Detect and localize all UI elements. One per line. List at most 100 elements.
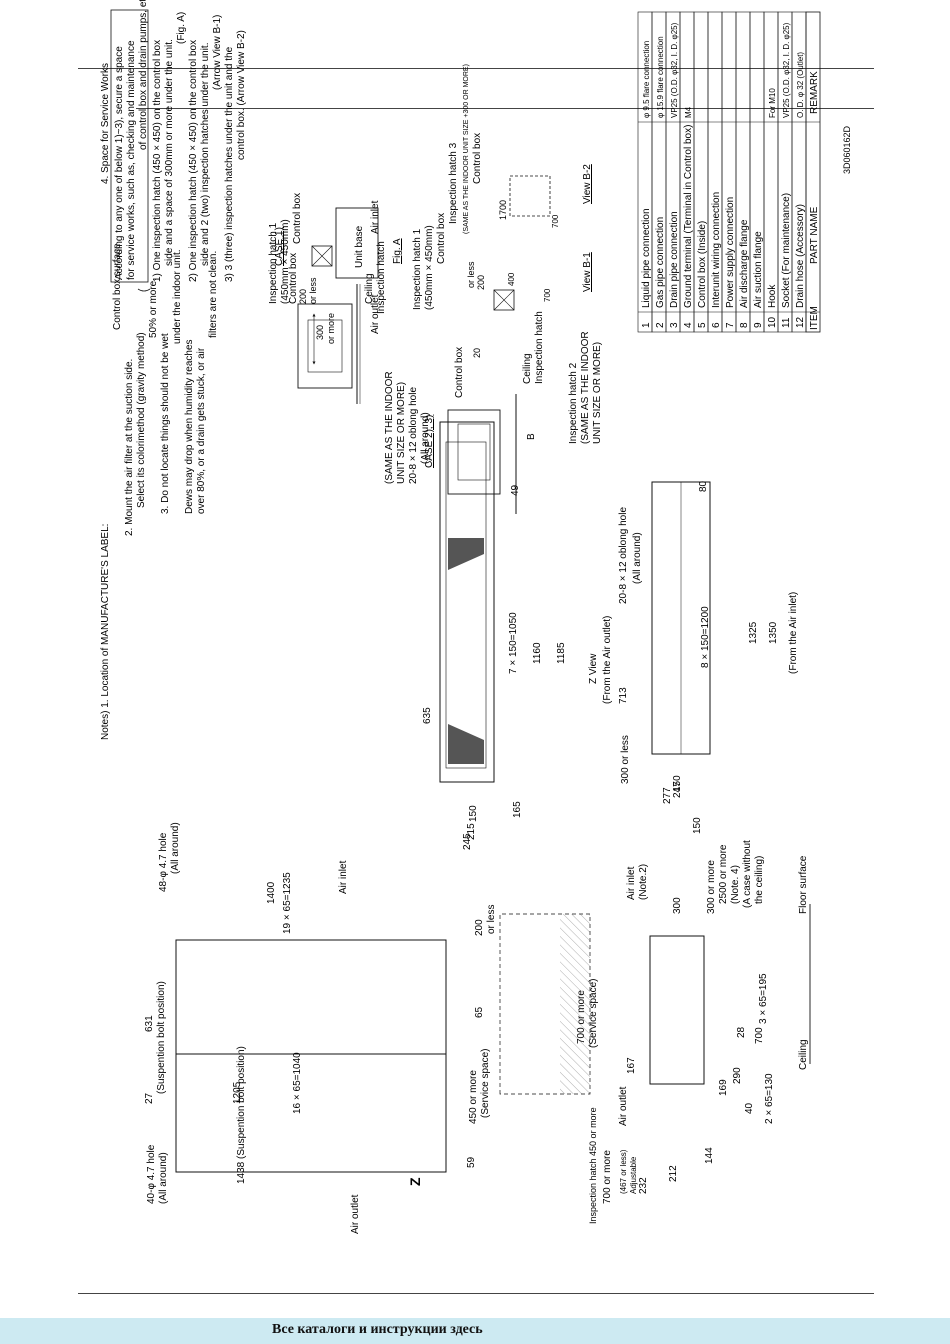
service-line: (Arrow View B-1): [212, 15, 223, 90]
hatch3-note: (SAME AS THE INDOOR UNIT SIZE +300 OR MO…: [463, 64, 470, 234]
case23-inspection-hatch: Inspection hatch: [534, 311, 545, 384]
service-works-block: 4. Space for Service Works According to …: [100, 0, 247, 283]
side-unit: [649, 935, 705, 1085]
figA-control-box: Control box: [292, 193, 303, 244]
dim-80: 80: [698, 480, 709, 492]
plan-air-outlet: Air outlet: [350, 1194, 361, 1234]
unit-base-label: Unit base: [354, 225, 365, 268]
table-cell-name: Socket (For maintenance): [781, 193, 792, 308]
dim-20: 20: [472, 348, 482, 358]
dim-713: 713: [618, 687, 629, 704]
figA-air-outlet: Air outlet: [370, 294, 381, 334]
top-view: (SAME AS THE INDOOR UNIT SIZE OR MORE) 2…: [384, 371, 567, 850]
note-line: 2. Mount the air filter at the suction s…: [124, 359, 135, 536]
dim-215: 215: [466, 823, 477, 840]
b2-control-box: Control box: [472, 133, 483, 184]
note-line: Control box surface: [112, 243, 123, 330]
b2-hatch: [509, 175, 551, 217]
top-same-size1: (SAME AS THE INDOOR: [384, 371, 395, 484]
figA-label: Fig. A: [392, 238, 403, 264]
case1-label: CASE 1): [274, 227, 285, 266]
table-cell-name: Air suction flange: [753, 231, 764, 308]
dim-1350: 1350: [768, 621, 779, 644]
side-300: 300: [672, 897, 683, 914]
table-cell-name: Air discharge flange: [739, 219, 750, 308]
note-line: 3. Do not locate things should not be we…: [160, 333, 171, 514]
side-the-ceiling: the ceiling): [754, 856, 765, 904]
dim-1438: 1438 (Suspention bolt position): [236, 1046, 247, 1184]
table-cell-item: 12: [795, 316, 806, 328]
table-cell-remark: VP25 (O.D. φ32, I. D. φ25): [670, 22, 679, 118]
b2-dim-700: 700: [551, 214, 560, 228]
table-cell-item: 7: [725, 322, 736, 328]
dim-300-less: 300 or less: [620, 735, 631, 784]
side-290: 290: [732, 1067, 743, 1084]
service-line: control box. (Arrow View B-2): [236, 30, 247, 160]
side-3x65: 3 × 65=195: [758, 973, 769, 1024]
side-2500: 2500 or more: [718, 844, 729, 904]
drawing-number: 3D060162D: [842, 125, 852, 174]
service-line: side and a space of 300mm or more under …: [164, 39, 175, 266]
side-144: 144: [704, 1147, 715, 1164]
service-line: 1) One inspection hatch (450 × 450) on t…: [152, 40, 163, 282]
table-cell-name: Control box (Inside): [697, 221, 708, 308]
view-b1-label: View B-1: [582, 252, 593, 292]
hatch2-note2: UNIT SIZE OR MORE): [592, 342, 603, 444]
figA-unit: [335, 207, 379, 279]
table-cell-name: Hook: [767, 284, 778, 308]
b1-dim-200: 200: [476, 275, 486, 290]
dim-200: 200: [298, 289, 308, 304]
note-line: under the indoor unit.: [172, 249, 183, 344]
from-inlet-label: (From the Air inlet): [788, 592, 799, 674]
table-cell-name: Drain hose (Accessory): [795, 204, 806, 308]
dim-65: 65: [474, 1006, 485, 1018]
table-cell-name: Power supply connection: [725, 197, 736, 308]
case23-figure: CASE 2), 3) Control box Ceiling Inspecti…: [412, 64, 603, 514]
b1-dim-400: 400: [507, 272, 516, 286]
note-line: filters are not clean.: [208, 251, 219, 338]
hatch1b-label: Inspection hatch 1: [412, 228, 423, 310]
table-cell-remark: φ 9.5 flare connection: [642, 41, 651, 118]
service-line: (Fig. A): [176, 12, 187, 44]
hatch1b-size: (450mm × 450mm): [424, 225, 435, 310]
table-cell-remark: For M10: [768, 88, 777, 118]
dim-150c: 150: [692, 817, 703, 834]
table-header-name: PART NAME: [809, 206, 820, 264]
hatch2-label: Inspection hatch 2: [568, 362, 579, 444]
table-cell-item: 2: [655, 322, 666, 328]
from-outlet-label: (From the Air outlet): [602, 616, 613, 704]
dim-150b: 150: [672, 775, 683, 792]
top-view-unit: [439, 421, 495, 783]
top-all-around: (All around): [420, 412, 431, 464]
dim-49: 49: [510, 484, 521, 496]
side-air-outlet: Air outlet: [618, 1086, 629, 1126]
table-cell-remark: O. D. φ 32 (Outlet): [796, 52, 805, 118]
side-note4: (Note. 4): [730, 865, 741, 904]
b1-hatch: [493, 289, 515, 311]
side-212: 212: [668, 1165, 679, 1182]
z-arrow-label: Z: [407, 1177, 423, 1186]
table-cell-name: Gas pipe connection: [655, 217, 666, 308]
dim-or-more: or more: [326, 313, 336, 344]
case23-b: B: [526, 433, 537, 440]
side-700-more: 700 or more: [602, 1150, 613, 1204]
case1-control-box: Control box: [288, 253, 299, 304]
dim-7x150: 7 × 150=1050: [508, 612, 519, 674]
dim-247: 247: [672, 781, 683, 798]
side-300-more: 300 or more: [706, 860, 717, 914]
footer-link-text[interactable]: Все каталоги и инструкции здесь: [272, 1322, 483, 1337]
dim-1185: 1185: [556, 642, 567, 664]
note-line: 50% or more.: [148, 278, 159, 338]
service-frame: [110, 9, 149, 283]
table-cell-item: 3: [669, 322, 680, 328]
case1-inspection-hatch: Inspection hatch: [376, 241, 387, 314]
hatch1-label: Inspection hatch 1: [268, 222, 279, 304]
service-line: of control box and drain pumps, etc.: [138, 0, 149, 150]
plan-unit: [175, 939, 447, 1173]
service-line: 3) 3 (three) inspection hatches under th…: [224, 46, 235, 282]
table-cell-remark: VP25 (O.D. φ32, I. D. φ25): [782, 22, 791, 118]
dim-200-plan: 200: [474, 919, 485, 936]
service-line: 4. Space for Service Works: [100, 63, 111, 184]
dim-245: 245: [462, 833, 473, 850]
